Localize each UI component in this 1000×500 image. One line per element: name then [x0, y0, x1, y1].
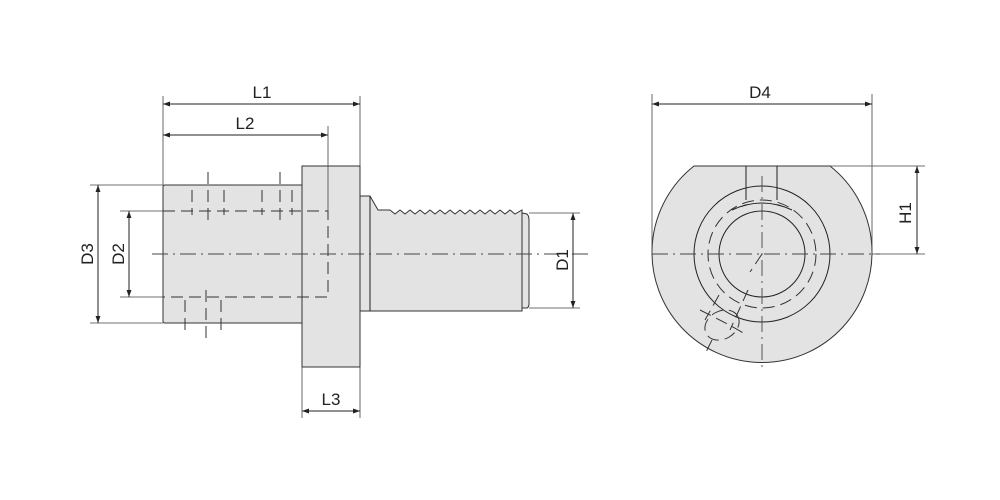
dimension-label-h1: H1	[896, 202, 915, 224]
body-cylinder	[162, 184, 303, 324]
set-screw-hidden	[699, 253, 763, 357]
side-view: L1 L2 L3 D3 D2 D1	[78, 83, 590, 418]
dimension-label-l2: L2	[236, 114, 255, 133]
dimension-label-d1: D1	[553, 249, 572, 271]
front-view: D4 H1	[651, 83, 925, 372]
dimension-label-d4: D4	[749, 83, 771, 102]
key-slot	[745, 166, 778, 200]
shank-chamfer	[521, 212, 530, 309]
threaded-shank	[359, 195, 523, 312]
dimension-label-l1: L1	[253, 83, 272, 102]
flange	[301, 165, 361, 368]
dimension-label-d2: D2	[109, 243, 128, 265]
dimension-label-l3: L3	[322, 390, 341, 409]
dimension-label-d3: D3	[78, 243, 97, 265]
